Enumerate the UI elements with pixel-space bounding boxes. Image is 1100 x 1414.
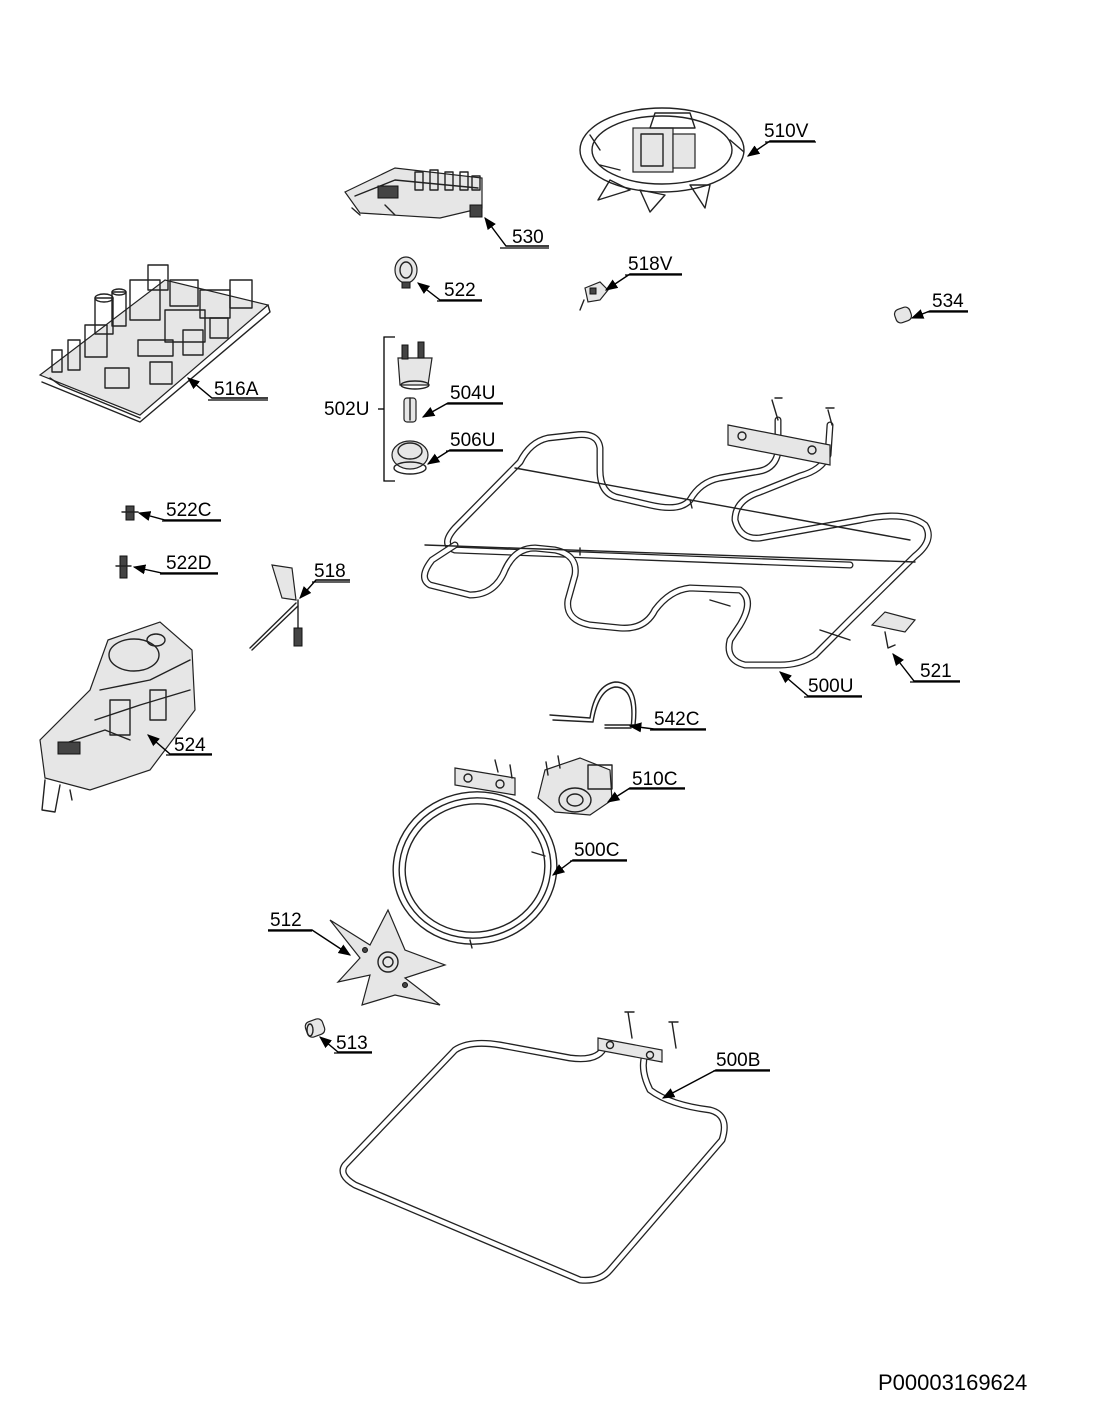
part-522-clip[interactable] <box>394 256 418 289</box>
label-516A: 516A <box>214 379 259 400</box>
part-522C-pin[interactable] <box>121 505 139 521</box>
part-510C-fan-motor[interactable] <box>537 755 613 816</box>
arrow-542C <box>628 722 706 733</box>
arrow-534 <box>910 309 968 319</box>
arrow-510C <box>606 787 685 803</box>
part-516A-control-board[interactable] <box>38 264 271 423</box>
label-522D: 522D <box>166 553 211 574</box>
arrow-506U <box>426 449 503 465</box>
document-id: P00003169624 <box>878 1370 1028 1395</box>
label-518V: 518V <box>628 254 673 275</box>
part-521-clip[interactable] <box>870 611 917 649</box>
part-500U-grill-element[interactable] <box>421 397 932 669</box>
arrow-518V <box>604 273 682 291</box>
label-524: 524 <box>174 735 206 756</box>
label-512: 512 <box>270 910 302 931</box>
part-500B-bottom-element[interactable] <box>339 1011 728 1284</box>
arrow-500C <box>551 859 627 876</box>
arrow-522D <box>132 564 218 575</box>
label-504U: 504U <box>450 383 495 404</box>
part-518V-bracket[interactable] <box>579 281 609 311</box>
arrow-504U <box>421 402 503 418</box>
part-524-switch-assembly[interactable] <box>39 621 196 813</box>
arrow-518 <box>299 579 350 599</box>
label-521: 521 <box>920 661 952 682</box>
arrow-516A <box>187 377 268 401</box>
arrow-500B <box>661 1069 770 1099</box>
label-522: 522 <box>444 280 476 301</box>
arrow-500U <box>779 671 862 698</box>
part-504U-bulb[interactable] <box>403 397 417 423</box>
label-502U: 502U <box>324 399 369 420</box>
arrow-522 <box>417 282 482 302</box>
arrow-524 <box>147 734 212 756</box>
label-500C: 500C <box>574 840 619 861</box>
arrow-512 <box>268 929 352 956</box>
part-512-fan-blade[interactable] <box>329 908 447 1006</box>
arrow-510V <box>746 140 816 157</box>
label-542C: 542C <box>654 709 699 730</box>
arrow-530 <box>484 216 549 249</box>
part-506U-lamp-cover[interactable] <box>391 440 429 475</box>
part-513-nut[interactable] <box>304 1017 326 1038</box>
label-506U: 506U <box>450 430 495 451</box>
part-530-terminal-block[interactable] <box>344 167 483 219</box>
label-518: 518 <box>314 561 346 582</box>
label-534: 534 <box>932 291 964 312</box>
label-522C: 522C <box>166 500 211 521</box>
part-534-cap[interactable] <box>893 306 913 325</box>
part-518-sensor[interactable] <box>249 564 303 651</box>
arrow-522C <box>137 511 221 522</box>
arrow-521 <box>892 653 960 683</box>
arrow-513 <box>319 1036 372 1054</box>
label-500U: 500U <box>808 676 853 697</box>
part-522D-pin[interactable] <box>115 555 132 579</box>
part-500C-ring-element[interactable] <box>381 759 569 957</box>
part-510V-fan-motor[interactable] <box>579 107 745 213</box>
part-542C-wire-spring[interactable] <box>549 681 637 729</box>
label-510V: 510V <box>764 121 809 142</box>
part-502U-lamp-assembly[interactable] <box>378 336 433 482</box>
label-510C: 510C <box>632 769 677 790</box>
label-513: 513 <box>336 1033 368 1054</box>
label-500B: 500B <box>716 1050 760 1071</box>
label-530: 530 <box>512 227 544 248</box>
